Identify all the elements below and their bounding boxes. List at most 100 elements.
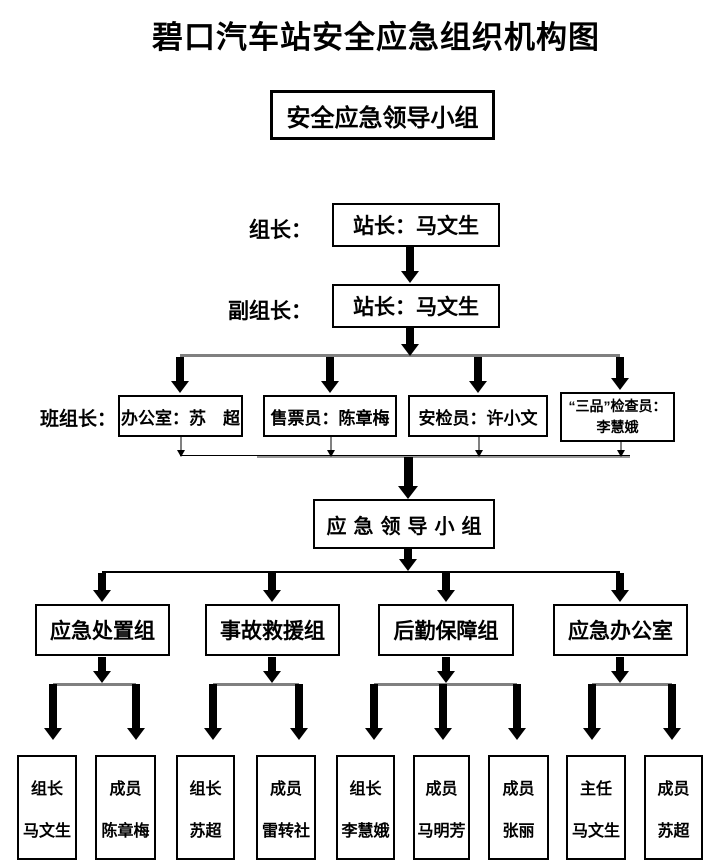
flow-arrow-stem — [98, 657, 106, 671]
flow-arrowhead — [93, 590, 111, 602]
node-label: 办公室：苏 超 — [121, 408, 240, 428]
node-label-line1: “三品”检查员： — [568, 398, 667, 414]
flow-arrow-stem — [616, 573, 624, 590]
flow-arrowhead — [508, 728, 526, 740]
thin-arrow-stem — [478, 437, 480, 450]
node-member: 组长 苏超 — [176, 755, 235, 860]
flow-arrow-stem — [268, 573, 276, 590]
thin-arrow-stem — [330, 437, 332, 450]
node-office-su-chao: 办公室：苏 超 — [118, 395, 243, 437]
flow-arrowhead — [611, 590, 629, 602]
thin-arrowhead — [616, 450, 625, 457]
member-name: 陈章梅 — [101, 822, 150, 840]
connector-line — [257, 456, 630, 458]
node-member: 组长 李慧娥 — [336, 755, 395, 860]
connector-line — [180, 455, 630, 456]
flow-arrow-stem — [209, 684, 217, 728]
node-safety-emergency-leading-group: 安全应急领导小组 — [270, 90, 495, 140]
node-label: 售票员：陈章梅 — [270, 408, 390, 428]
flow-arrow-stem — [403, 457, 413, 486]
node-member: 成员 雷转社 — [256, 755, 316, 860]
flow-arrowhead — [663, 728, 681, 740]
node-emergency-office: 应急办公室 — [553, 604, 688, 656]
flow-arrowhead — [93, 671, 111, 683]
connector-line — [213, 683, 299, 686]
member-role: 成员 — [109, 780, 142, 798]
node-label: 安全应急领导小组 — [286, 104, 479, 132]
team-leader-label: 班组长： — [40, 409, 117, 430]
member-role: 成员 — [657, 780, 690, 798]
node-label: 事故救援组 — [220, 620, 325, 643]
node-label: 站长：马文生 — [353, 215, 479, 238]
thin-arrow-stem — [620, 442, 622, 450]
node-label: 应急处置组 — [50, 620, 155, 643]
page-title: 碧口汽车站安全应急组织机构图 — [152, 20, 600, 55]
flow-arrowhead — [171, 381, 189, 393]
thin-arrowhead — [326, 450, 335, 457]
flow-arrow-stem — [442, 657, 450, 671]
node-member: 成员 苏超 — [644, 755, 703, 860]
node-member: 组长 马文生 — [17, 755, 77, 860]
thin-arrow-stem — [180, 437, 182, 450]
node-group-leader: 站长：马文生 — [332, 203, 500, 247]
flow-arrow-stem — [668, 684, 676, 728]
node-logistics-support-group: 后勤保障组 — [378, 604, 514, 656]
flow-arrowhead — [263, 590, 281, 602]
flow-arrow-stem — [406, 247, 414, 271]
member-name: 马明芳 — [417, 822, 466, 840]
member-name: 马文生 — [571, 822, 620, 840]
flow-arrow-stem — [295, 684, 303, 728]
node-label: 站长：马文生 — [353, 296, 479, 319]
member-role: 成员 — [269, 780, 302, 798]
flow-arrowhead — [44, 728, 62, 740]
flow-arrowhead — [321, 381, 339, 393]
flow-arrowhead — [127, 728, 145, 740]
flow-arrowhead — [401, 344, 419, 356]
flow-arrowhead — [437, 590, 455, 602]
flow-arrow-stem — [442, 573, 450, 590]
flow-arrowhead — [469, 381, 487, 393]
flow-arrowhead — [290, 728, 308, 740]
node-deputy-group-leader: 站长：马文生 — [332, 284, 500, 328]
flow-arrowhead — [204, 728, 222, 740]
connector-line — [180, 354, 620, 357]
member-name: 苏超 — [657, 822, 690, 840]
node-member: 主任 马文生 — [566, 755, 626, 860]
node-ticket-seller-chen-zhangmei: 售票员：陈章梅 — [263, 395, 397, 437]
flow-arrowhead — [365, 728, 383, 740]
flow-arrow-stem — [98, 573, 106, 590]
member-role: 组长 — [349, 780, 382, 798]
node-label: 安检员：许小文 — [418, 408, 538, 428]
flow-arrowhead — [583, 728, 601, 740]
node-member: 成员 张丽 — [488, 755, 549, 860]
thin-arrowhead — [176, 450, 185, 457]
member-name: 张丽 — [502, 822, 535, 840]
flow-arrow-stem — [176, 357, 184, 381]
flow-arrow-stem — [474, 357, 482, 381]
node-label: 应急领导小组 — [326, 515, 489, 538]
flow-arrow-stem — [404, 549, 412, 559]
flow-arrowhead — [263, 671, 281, 683]
node-security-inspector-xu-xiaowen: 安检员：许小文 — [408, 395, 548, 437]
flow-arrowhead — [611, 378, 629, 390]
member-role: 组长 — [30, 780, 63, 798]
node-label: 后勤保障组 — [393, 620, 499, 643]
node-label-line2: 李慧娥 — [596, 419, 639, 435]
flow-arrow-stem — [513, 684, 521, 728]
flow-arrowhead — [434, 728, 452, 740]
node-member: 成员 马明芳 — [413, 755, 470, 860]
node-member: 成员 陈章梅 — [95, 755, 156, 860]
member-name: 雷转社 — [261, 822, 310, 840]
node-emergency-leading-group: 应急领导小组 — [313, 499, 495, 549]
flow-arrowhead — [611, 671, 629, 683]
member-role: 组长 — [189, 780, 222, 798]
flow-arrow-stem — [439, 684, 447, 728]
flow-arrow-stem — [268, 657, 276, 671]
member-name: 苏超 — [189, 822, 222, 840]
member-role: 主任 — [579, 780, 612, 798]
member-role: 成员 — [502, 780, 535, 798]
member-role: 成员 — [425, 780, 458, 798]
flow-arrowhead — [437, 671, 455, 683]
node-accident-rescue-group: 事故救援组 — [205, 604, 340, 656]
node-emergency-disposal-group: 应急处置组 — [35, 604, 170, 656]
